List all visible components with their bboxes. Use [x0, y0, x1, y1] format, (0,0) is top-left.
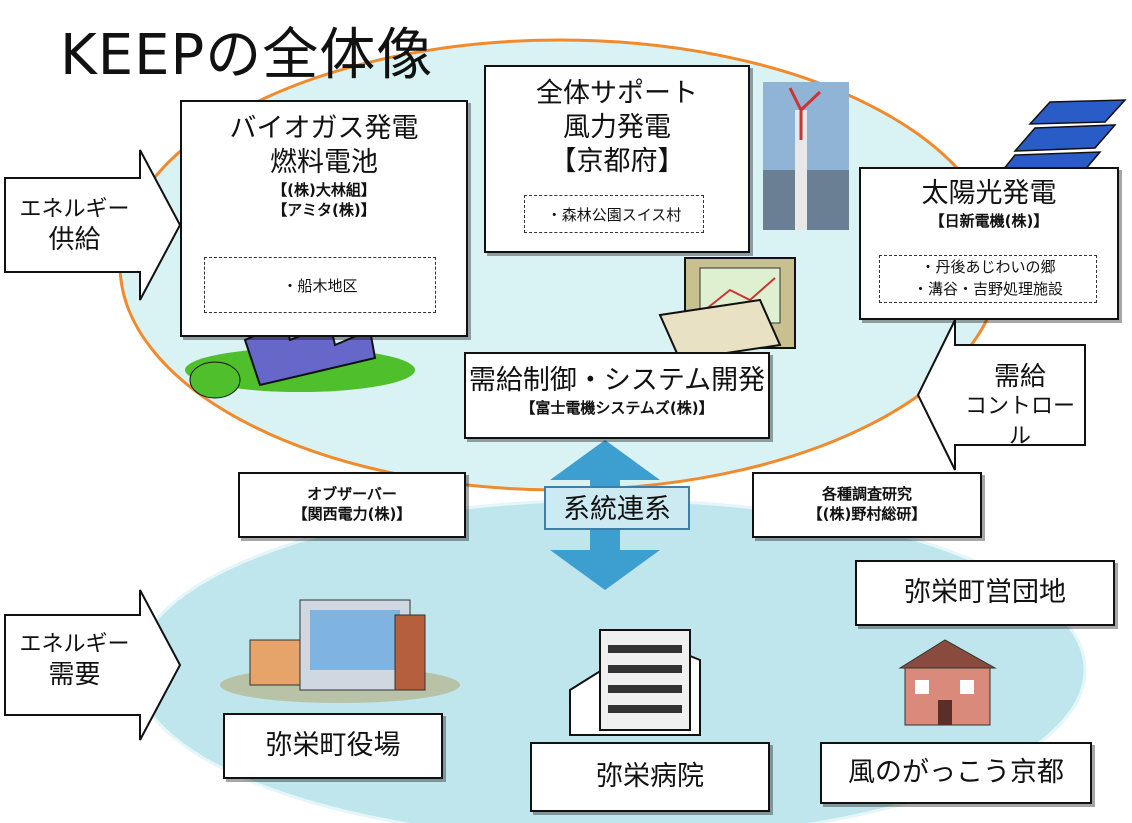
- control-label: 需給 コントロール: [955, 362, 1085, 452]
- biogas-line2: 燃料電池: [270, 147, 378, 178]
- town-office-box: 弥栄町役場: [223, 713, 443, 779]
- school-box: 風のがっこう京都: [820, 742, 1092, 804]
- page-title: KEEPの全体像: [60, 23, 434, 88]
- wind-line3: 【京都府】: [549, 146, 685, 177]
- research-line1: 各種調査研究: [821, 485, 912, 503]
- wind-line2: 風力発電: [563, 112, 671, 143]
- housing-box: 弥栄町営団地: [855, 560, 1115, 626]
- town-office-icon: [220, 599, 460, 703]
- control-line: 需給制御・システム開発: [468, 365, 766, 396]
- wind-box: 全体サポート 風力発電 【京都府】 ・森林公園スイス村: [484, 65, 750, 253]
- biogas-box: バイオガス発電 燃料電池 【(株)大林組】 【アミタ(株)】 ・船木地区: [180, 100, 468, 337]
- hospital-icon: [569, 629, 701, 736]
- observer-line2: 【関西電力(株)】: [292, 505, 412, 523]
- control-line2: コントロール: [964, 394, 1075, 449]
- wind-line1: 全体サポート: [536, 78, 698, 109]
- energy-demand-line2: 需要: [48, 660, 101, 690]
- control-box: 需給制御・システム開発 【富士電機システムズ(株)】: [464, 352, 770, 439]
- control-company: 【富士電機システムズ(株)】: [520, 399, 714, 417]
- biogas-site: ・船木地区: [204, 257, 436, 313]
- research-line2: 【(株)野村総研】: [807, 505, 927, 523]
- wind-site: ・森林公園スイス村: [524, 195, 704, 233]
- energy-supply-line2: 供給: [48, 225, 101, 255]
- solar-sites: ・丹後あじわいの郷 ・溝谷・吉野処理施設: [879, 255, 1097, 303]
- wind-turbine-icon: [763, 82, 849, 230]
- control-line1: 需給: [993, 362, 1046, 392]
- biogas-company1: 【(株)大林組】: [272, 181, 376, 199]
- biogas-line1: バイオガス発電: [229, 113, 419, 144]
- energy-demand-line1: エネルギー: [19, 632, 130, 657]
- solar-company: 【日新電機(株)】: [929, 212, 1049, 230]
- factory-icon: [185, 320, 415, 399]
- solar-box: 太陽光発電 【日新電機(株)】 ・丹後あじわいの郷 ・溝谷・吉野処理施設: [859, 167, 1119, 320]
- biogas-company2: 【アミタ(株)】: [272, 201, 376, 219]
- solar-site1: ・丹後あじわいの郷: [920, 258, 1056, 276]
- house-icon: [898, 639, 997, 726]
- hospital-box: 弥栄病院: [530, 742, 770, 812]
- energy-demand-label: エネルギー 需要: [12, 630, 137, 690]
- control-arrow-icon: [916, 319, 1086, 471]
- energy-supply-line1: エネルギー: [19, 197, 130, 222]
- energy-supply-arrow-icon: [4, 149, 182, 301]
- computer-icon: [658, 257, 796, 362]
- energy-demand-arrow-icon: [4, 589, 182, 741]
- energy-supply-label: エネルギー 供給: [12, 195, 137, 255]
- observer-line1: オブザーバー: [307, 485, 397, 503]
- grid-connection-label: 系統連系: [544, 486, 690, 530]
- observer-box: オブザーバー 【関西電力(株)】: [238, 472, 466, 538]
- research-box: 各種調査研究 【(株)野村総研】: [752, 472, 982, 538]
- solar-site2: ・溝谷・吉野処理施設: [912, 280, 1063, 298]
- solar-line: 太陽光発電: [921, 178, 1057, 209]
